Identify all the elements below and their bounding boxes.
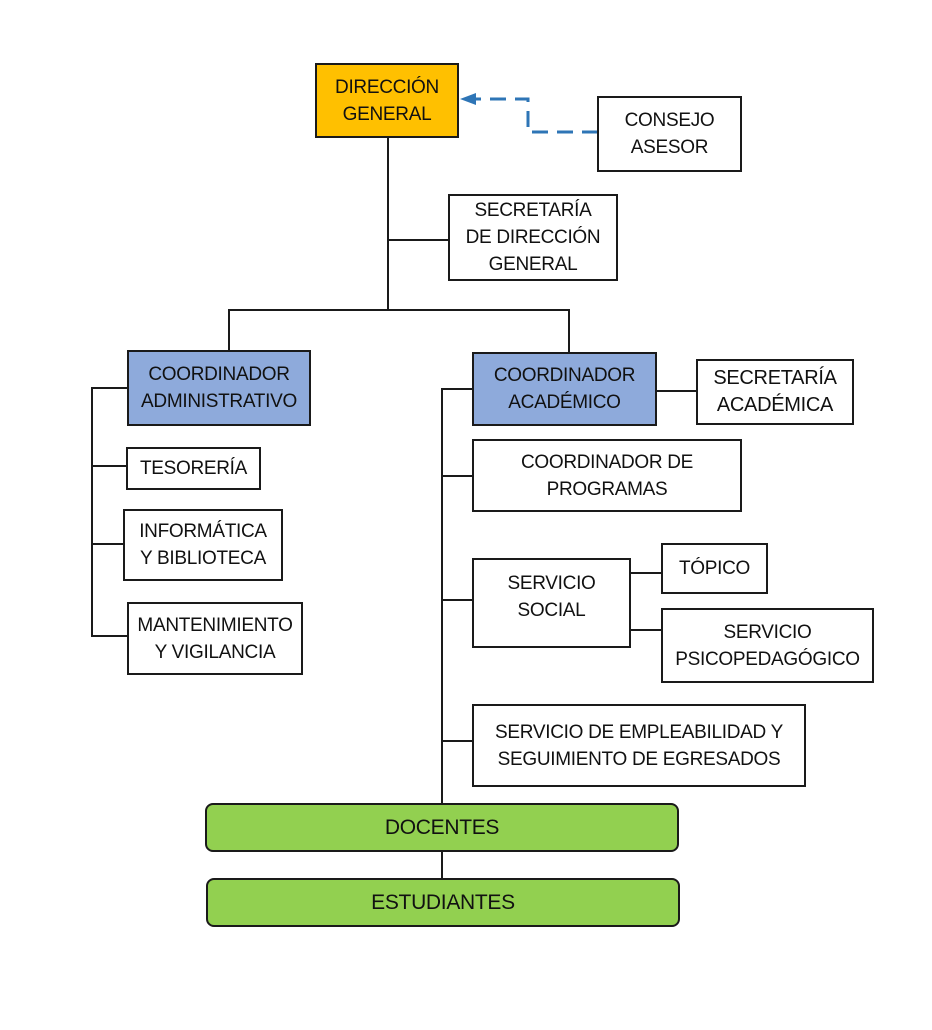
connector-topico [629,572,663,574]
node-servicio-social[interactable]: SERVICIO SOCIAL [472,558,631,648]
node-estudiantes[interactable]: ESTUDIANTES [206,878,680,927]
node-tesoreria[interactable]: TESORERÍA [126,447,261,490]
advisory-dashed-line [470,97,598,134]
node-coordinador-academico[interactable]: COORDINADOR ACADÉMICO [472,352,657,426]
connector-informatica [91,543,125,545]
node-secretaria-direccion-general[interactable]: SECRETARÍA DE DIRECCIÓN GENERAL [448,194,618,281]
node-mantenimiento-vigilancia[interactable]: MANTENIMIENTO Y VIGILANCIA [127,602,303,675]
connector-acad-spine [441,388,443,806]
connector-acad-top [441,388,474,390]
connector-docentes-estudiantes [441,850,443,880]
connector-admin-top [91,387,128,389]
node-consejo-asesor[interactable]: CONSEJO ASESOR [597,96,742,172]
connector-coord-programas [441,475,474,477]
node-servicio-empleabilidad[interactable]: SERVICIO DE EMPLEABILIDAD Y SEGUIMIENTO … [472,704,806,787]
connector-mantenimiento [91,635,129,637]
connector-psicopedagogico [629,629,663,631]
connector-coord-admin [228,309,230,352]
connector-coordinators-bar [228,309,570,311]
node-topico[interactable]: TÓPICO [661,543,768,594]
connector-secretaria-academica [655,390,698,392]
node-informatica-biblioteca[interactable]: INFORMÁTICA Y BIBLIOTECA [123,509,283,581]
connector-tesoreria [91,465,128,467]
connector-empleabilidad [441,740,474,742]
node-coordinador-administrativo[interactable]: COORDINADOR ADMINISTRATIVO [127,350,311,426]
connector-coord-acad [568,309,570,353]
node-direccion-general[interactable]: DIRECCIÓN GENERAL [315,63,459,138]
connector-secretaria-direccion [387,239,449,241]
node-docentes[interactable]: DOCENTES [205,803,679,852]
connector-admin-spine [91,387,93,637]
connector-servicio-social [441,599,474,601]
connector-direccion-trunk [387,137,389,311]
node-coordinador-programas[interactable]: COORDINADOR DE PROGRAMAS [472,439,742,512]
node-secretaria-academica[interactable]: SECRETARÍA ACADÉMICA [696,359,854,425]
node-servicio-psicopedagogico[interactable]: SERVICIO PSICOPEDAGÓGICO [661,608,874,683]
advisory-arrowhead-icon [460,93,476,105]
